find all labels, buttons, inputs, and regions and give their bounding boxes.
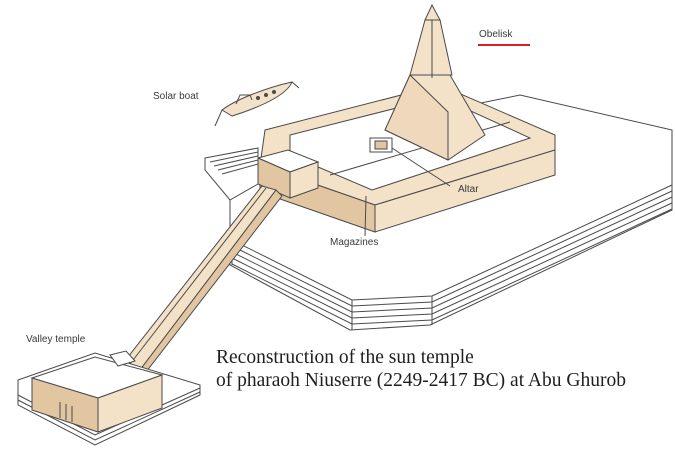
valley-temple bbox=[17, 350, 201, 446]
solar-boat bbox=[214, 81, 300, 127]
gate-steps bbox=[204, 147, 259, 201]
label-solar-boat: Solar boat bbox=[153, 91, 199, 102]
label-magazines: Magazines bbox=[330, 237, 379, 248]
label-valley-temple: Valley temple bbox=[26, 334, 86, 345]
label-altar: Altar bbox=[458, 184, 479, 195]
altar bbox=[369, 137, 393, 153]
magazines-leader bbox=[364, 195, 367, 237]
caption-line-2: of pharaoh Niuserre (2249-2417 BC) at Ab… bbox=[216, 370, 626, 391]
obelisk bbox=[384, 3, 486, 161]
caption-line-1: Reconstruction of the sun temple bbox=[216, 347, 474, 368]
label-obelisk: Obelisk bbox=[479, 29, 513, 40]
caption: Reconstruction of the sun temple of phar… bbox=[216, 346, 626, 392]
causeway bbox=[123, 185, 283, 373]
entrance-gate bbox=[256, 149, 320, 199]
altar-leader bbox=[391, 147, 451, 187]
